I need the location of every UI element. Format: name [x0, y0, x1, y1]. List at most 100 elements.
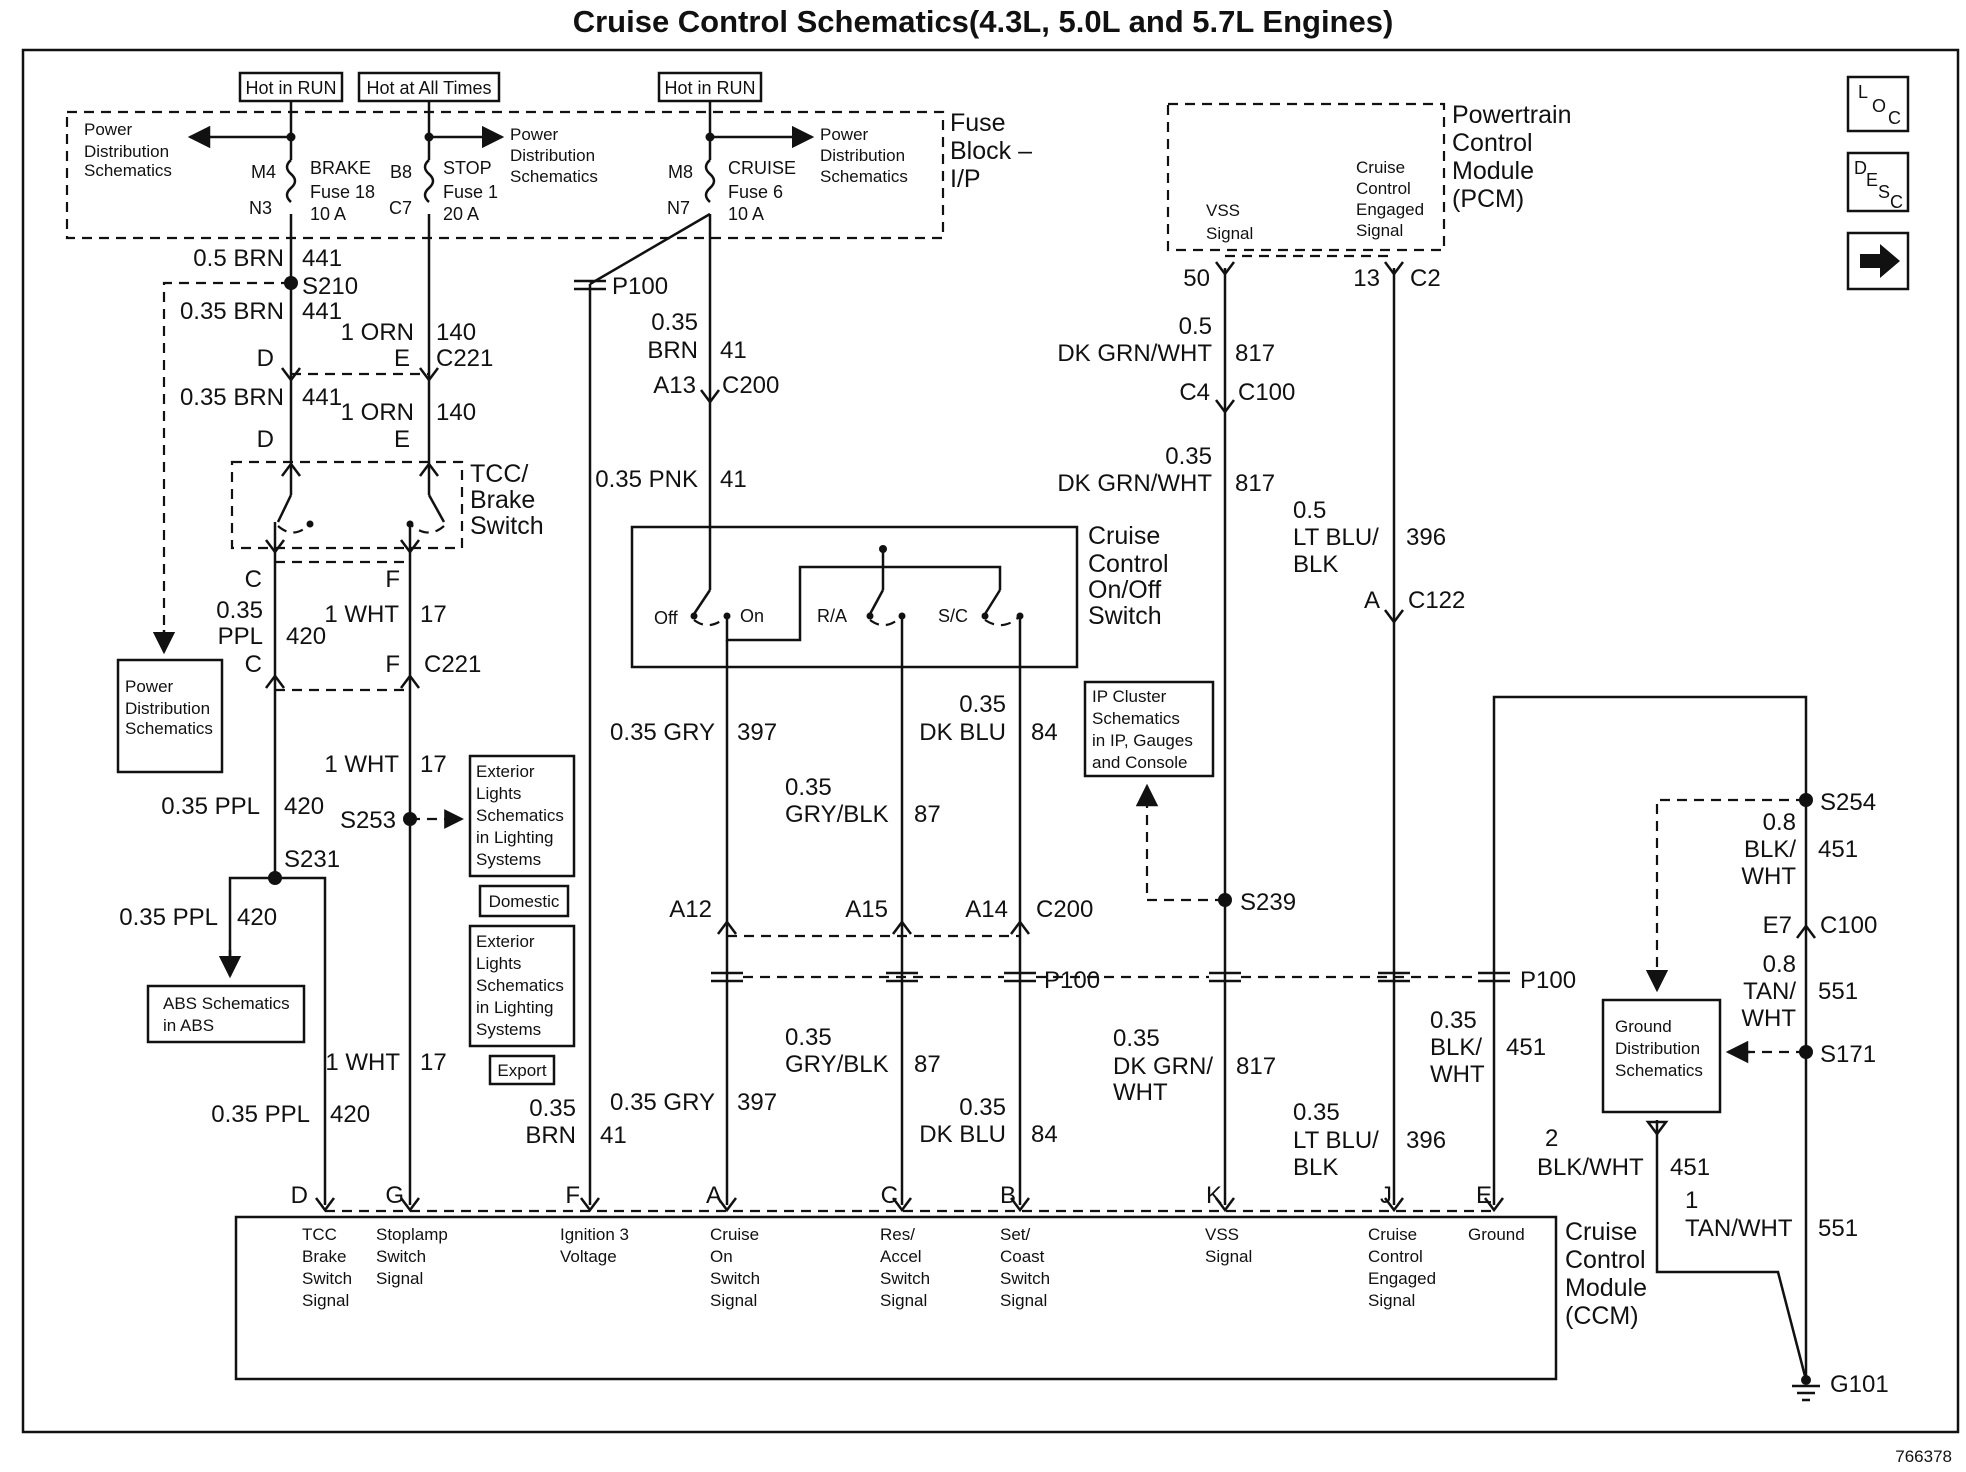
connector-c200-b: C200: [1036, 896, 1093, 923]
connector-c221-a: C221: [436, 345, 493, 372]
svg-text:F: F: [385, 651, 400, 678]
svg-text:817: 817: [1235, 340, 1275, 367]
svg-text:1 ORN: 1 ORN: [341, 319, 414, 346]
connector-c221-b: C221: [424, 651, 481, 678]
svg-text:0.35 PNK: 0.35 PNK: [595, 466, 698, 493]
svg-text:R/A: R/A: [817, 606, 847, 626]
svg-text:A: A: [1364, 587, 1380, 614]
svg-text:0.35 GRY: 0.35 GRY: [610, 1089, 715, 1116]
splice-s239-label: S239: [1240, 889, 1296, 916]
tcc-switch-contact-2: [427, 494, 446, 523]
svg-text:0.5 BRN: 0.5 BRN: [193, 245, 284, 272]
svg-text:140: 140: [436, 399, 476, 426]
svg-text:420: 420: [286, 623, 326, 650]
export-box: [488, 1054, 556, 1086]
svg-text:F: F: [385, 566, 400, 593]
svg-text:A12: A12: [669, 896, 712, 923]
svg-text:84: 84: [1031, 719, 1058, 746]
pcm-conn: C2: [1410, 265, 1441, 292]
svg-text:1 WHT: 1 WHT: [324, 601, 399, 628]
svg-text:551: 551: [1818, 978, 1858, 1005]
svg-text:41: 41: [720, 466, 747, 493]
svg-text:E7: E7: [1763, 912, 1792, 939]
cruise-fuse-icon: [704, 159, 716, 203]
svg-text:0.35 PPL: 0.35 PPL: [119, 904, 218, 931]
svg-text:Export: Export: [497, 1061, 546, 1080]
hot-at-all-times-label: Hot at All Times: [366, 78, 491, 98]
svg-text:17: 17: [420, 1049, 447, 1076]
loc-icon[interactable]: LOC: [1846, 75, 1910, 133]
svg-text:A14: A14: [965, 896, 1008, 923]
svg-text:D: D: [257, 426, 274, 453]
svg-text:396: 396: [1406, 524, 1446, 551]
svg-text:420: 420: [237, 904, 277, 931]
svg-text:E: E: [1866, 170, 1878, 190]
next-arrow-icon[interactable]: [1846, 231, 1910, 291]
splice-s210-label: S210: [302, 273, 358, 300]
svg-text:84: 84: [1031, 1121, 1058, 1148]
wire-41-cruise: [589, 212, 711, 286]
ccm-pin: B: [1000, 1182, 1016, 1209]
svg-text:441: 441: [302, 245, 342, 272]
svg-text:0.35 BRN: 0.35 BRN: [180, 298, 284, 325]
splice-s254-label: S254: [1820, 789, 1876, 816]
svg-text:397: 397: [737, 1089, 777, 1116]
hot-in-run-label-1: Hot in RUN: [245, 78, 336, 98]
hot-in-run-label-2: Hot in RUN: [664, 78, 755, 98]
wire-451-ccm: [1492, 695, 1808, 1380]
svg-text:0.35 BRN: 0.35 BRN: [180, 384, 284, 411]
svg-text:C: C: [1888, 108, 1901, 128]
svg-text:S/C: S/C: [938, 606, 968, 626]
svg-text:87: 87: [914, 801, 941, 828]
svg-text:87: 87: [914, 1051, 941, 1078]
domestic-box: [478, 884, 570, 918]
svg-text:C4: C4: [1179, 379, 1210, 406]
svg-text:P100: P100: [612, 273, 668, 300]
svg-text:551: 551: [1818, 1215, 1858, 1242]
svg-text:441: 441: [302, 298, 342, 325]
cruise-fuse-top: M8: [668, 162, 693, 182]
svg-text:441: 441: [302, 384, 342, 411]
svg-text:0.35 GRY: 0.35 GRY: [610, 719, 715, 746]
connector-c100-b: C100: [1820, 912, 1877, 939]
svg-text:O: O: [1872, 96, 1886, 116]
svg-text:41: 41: [600, 1122, 627, 1149]
svg-text:817: 817: [1236, 1053, 1276, 1080]
svg-text:0.35 PPL: 0.35 PPL: [161, 793, 260, 820]
ccm-pin: F: [565, 1182, 580, 1209]
hot-in-run-box-2: [657, 71, 763, 103]
exterior-lights-domestic-box: [468, 754, 576, 878]
tcc-brake-switch: [230, 460, 464, 550]
pcm-pin-cce: 13: [1353, 265, 1380, 292]
connector-c200-a: C200: [722, 372, 779, 399]
ccm-pin: C: [881, 1182, 898, 1209]
abs-schematics-box: [146, 984, 306, 1044]
brake-fuse-icon: [285, 159, 297, 203]
svg-text:C: C: [245, 651, 262, 678]
